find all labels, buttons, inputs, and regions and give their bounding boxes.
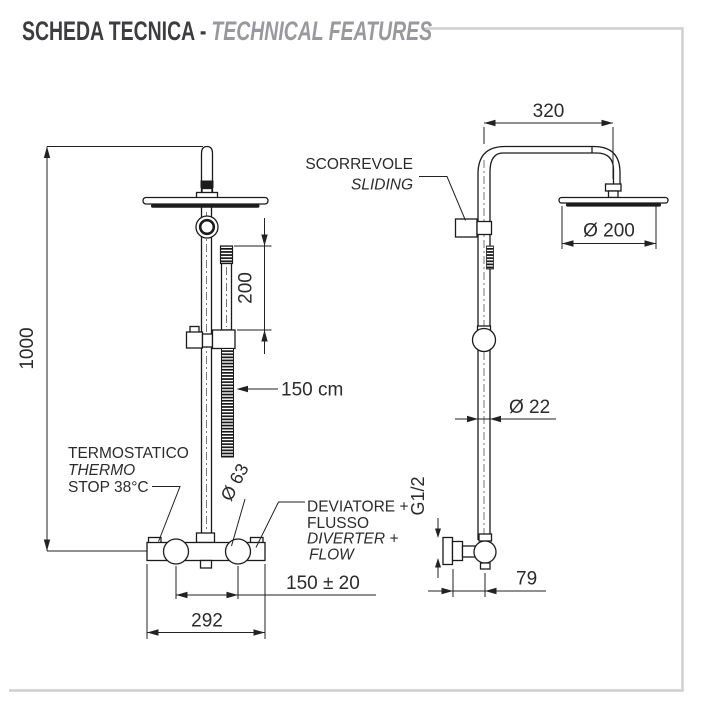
label-diverter: DEVIATORE + FLUSSO DIVERTER + FLOW <box>255 499 409 564</box>
flexible-hose-side <box>486 245 494 270</box>
hose-outlet <box>199 559 213 569</box>
thermostatic-knob <box>162 538 190 565</box>
wall-flange <box>442 536 454 566</box>
slider-ring-front <box>195 215 219 239</box>
dim-head-200: Ø 200 <box>561 206 657 249</box>
dim-column-22: Ø 22 <box>455 397 556 423</box>
riser-pipe-front <box>195 145 219 534</box>
dim-inlet-centers: 150 ± 20 <box>175 566 376 599</box>
label-diverter-en1: DIVERTER + <box>307 531 398 548</box>
dim-handshower-label: 200 <box>236 272 257 304</box>
label-sliding-en: SLIDING <box>351 177 413 194</box>
hand-shower-front <box>219 245 234 331</box>
label-thermostatic-it: TERMOSTATICO <box>68 445 189 462</box>
label-sliding-it: SCORREVOLE <box>305 156 413 173</box>
leader-sliding <box>419 176 466 221</box>
dim-handshower-200: 200 <box>234 218 272 354</box>
dim-knob-63: Ø 63 <box>217 460 253 547</box>
dim-inlet-centers-label: 150 ± 20 <box>286 573 360 594</box>
pipe-connector-band <box>200 180 214 188</box>
side-view-drawing: 320 Ø 200 SCORREVOLE SLIDING Ø 22 G1/2 <box>305 101 669 597</box>
valve-knob-side <box>473 540 497 564</box>
page-title-main: SCHEDA TECNICA - <box>22 16 207 46</box>
riser-base-flange <box>195 532 216 544</box>
dim-inlet-g12: G1/2 <box>408 476 441 578</box>
label-sliding: SCORREVOLE SLIDING <box>305 156 466 221</box>
flexible-hose-front <box>221 348 234 458</box>
head-connector-side <box>604 183 622 199</box>
dim-height-label: 1000 <box>17 327 38 369</box>
shower-head-side <box>558 196 669 207</box>
holder-bracket-front <box>185 325 236 350</box>
hand-shower-spray-head <box>219 245 234 265</box>
label-diverter-it2: FLUSSO <box>307 515 369 532</box>
dim-hose-label: 150 cm <box>281 380 343 401</box>
valve-body-front <box>146 532 266 569</box>
dim-body-width-label: 292 <box>191 611 223 632</box>
front-view-drawing: 1000 200 150 cm TERMOSTATICO THERMO STOP… <box>17 145 409 639</box>
shower-head-front <box>142 196 269 208</box>
label-thermostatic: TERMOSTATICO THERMO STOP 38°C <box>68 445 189 542</box>
dim-knob-label: Ø 63 <box>217 460 253 504</box>
label-diverter-en2: FLOW <box>309 547 355 564</box>
dim-arm-label: 320 <box>533 101 565 122</box>
dim-height-1000: 1000 <box>17 146 203 552</box>
dim-column-label: Ø 22 <box>509 397 550 418</box>
diverter-knob <box>224 538 252 565</box>
sliding-bracket-side <box>454 218 493 238</box>
leader-diverter <box>255 501 305 548</box>
dim-wall-label: 79 <box>516 569 537 590</box>
dim-body-292: 292 <box>146 564 266 639</box>
dim-arm-320: 320 <box>483 101 614 179</box>
valve-side <box>442 533 497 570</box>
dim-wall-79: 79 <box>428 569 546 597</box>
dim-head-label: Ø 200 <box>583 221 635 242</box>
dim-hose-150cm: 150 cm <box>236 380 343 401</box>
page-title-sub: TECHNICAL FEATURES <box>211 16 433 46</box>
label-diverter-it1: DEVIATORE + <box>307 499 409 516</box>
page-title: SCHEDA TECNICA -TECHNICAL FEATURES <box>22 16 432 47</box>
label-thermostatic-en: THERMO <box>68 462 135 479</box>
label-thermostatic-stop: STOP 38°C <box>68 479 149 496</box>
dim-inlet-thread-label: G1/2 <box>408 476 428 515</box>
leader-thermostatic <box>152 486 181 542</box>
page-frame <box>9 27 684 692</box>
holder-knob-side <box>471 325 497 353</box>
